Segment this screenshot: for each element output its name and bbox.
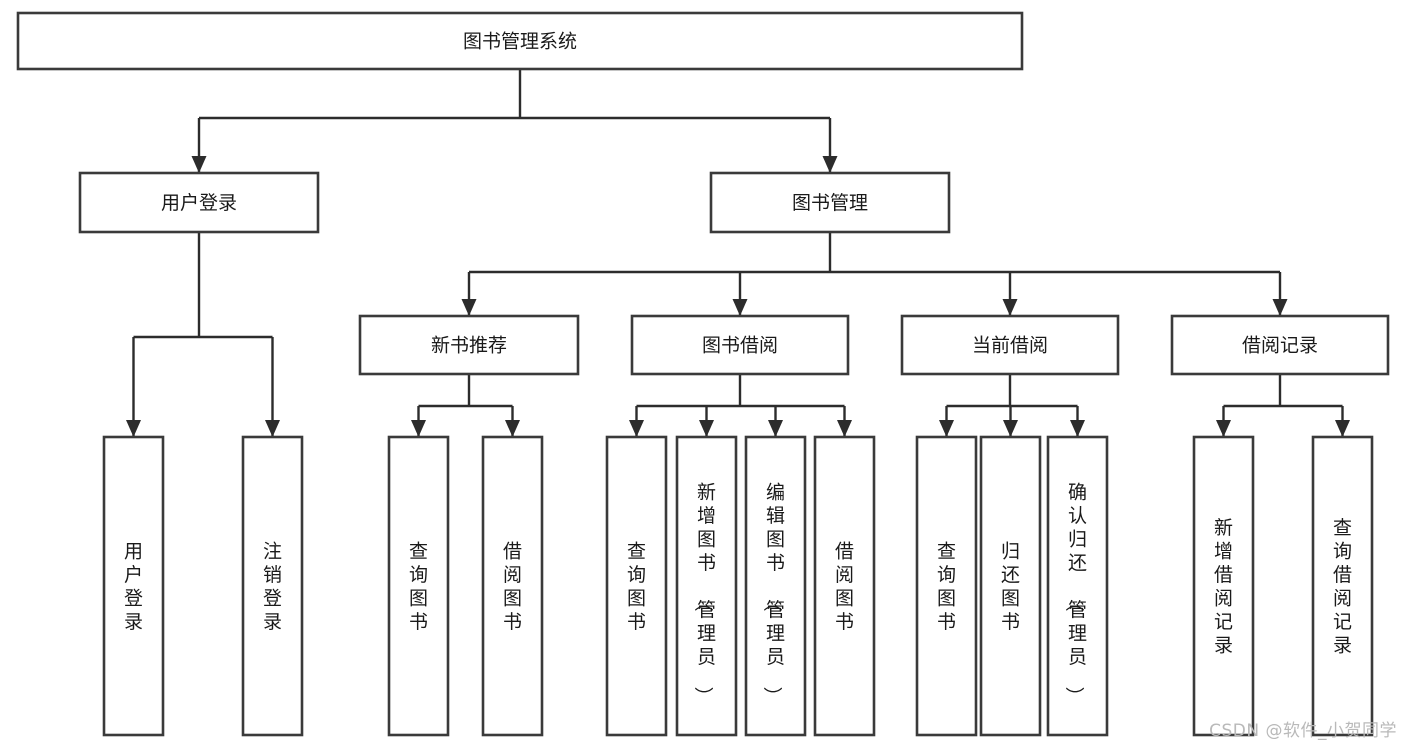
node-新增借阅记录[interactable]: 新增借阅记录 xyxy=(1192,435,1255,737)
edge-arrowhead xyxy=(837,420,852,437)
edge-arrowhead xyxy=(461,299,477,316)
node-注销登录[interactable]: 注销登录 xyxy=(241,435,304,737)
node-归还图书[interactable]: 归还图书 xyxy=(979,435,1042,737)
node-label-当前借阅: 当前借阅 xyxy=(972,335,1048,357)
edge-arrowhead xyxy=(1002,299,1018,316)
node-label-新增借阅记录: 新增借阅记录 xyxy=(1214,517,1233,657)
node-box-编辑图书管理员[interactable] xyxy=(744,435,807,737)
node-查询图书[interactable]: 查询图书 xyxy=(387,435,450,737)
node-box-借阅记录[interactable] xyxy=(1170,314,1390,376)
node-box-归还图书[interactable] xyxy=(979,435,1042,737)
node-图书管理系统[interactable]: 图书管理系统 xyxy=(16,11,1024,71)
node-label-借阅图书: 借阅图书 xyxy=(835,540,854,633)
node-借阅图书[interactable]: 借阅图书 xyxy=(813,435,876,737)
edge-arrowhead xyxy=(126,420,141,437)
node-label-用户登录: 用户登录 xyxy=(124,540,143,633)
node-label-新增图书管理员: 新增图书（管理员） xyxy=(692,482,716,706)
node-编辑图书管理员[interactable]: 编辑图书（管理员） xyxy=(744,435,807,737)
node-label-图书管理: 图书管理 xyxy=(792,192,868,214)
edge-arrowhead xyxy=(191,156,207,173)
node-label-查询图书: 查询图书 xyxy=(409,540,428,633)
node-box-新增借阅记录[interactable] xyxy=(1192,435,1255,737)
edge-arrowhead xyxy=(1003,420,1018,437)
edge-arrowhead xyxy=(1070,420,1085,437)
nodes-layer: 图书管理系统用户登录用户登录注销登录图书管理新书推荐查询图书借阅图书图书借阅查询… xyxy=(16,11,1390,737)
edge-arrowhead xyxy=(732,299,748,316)
node-label-图书管理系统: 图书管理系统 xyxy=(463,31,577,53)
node-label-新书推荐: 新书推荐 xyxy=(431,335,507,357)
node-box-用户登录[interactable] xyxy=(78,171,320,234)
edge-arrowhead xyxy=(939,420,954,437)
node-box-查询图书[interactable] xyxy=(605,435,668,737)
edge-arrowhead xyxy=(1272,299,1288,316)
node-label-借阅图书: 借阅图书 xyxy=(503,540,522,633)
edges-layer xyxy=(126,69,1350,437)
node-label-确认归还管理员: 确认归还（管理员） xyxy=(1063,482,1087,706)
edge-arrowhead xyxy=(505,420,520,437)
node-借阅记录[interactable]: 借阅记录 xyxy=(1170,314,1390,376)
edge-arrowhead xyxy=(822,156,838,173)
node-box-借阅图书[interactable] xyxy=(813,435,876,737)
node-box-查询图书[interactable] xyxy=(387,435,450,737)
node-box-新增图书管理员[interactable] xyxy=(675,435,738,737)
node-label-用户登录: 用户登录 xyxy=(161,192,237,214)
node-label-查询借阅记录: 查询借阅记录 xyxy=(1333,517,1352,657)
node-box-查询借阅记录[interactable] xyxy=(1311,435,1374,737)
node-label-借阅记录: 借阅记录 xyxy=(1242,335,1318,357)
node-label-图书借阅: 图书借阅 xyxy=(702,335,778,357)
node-label-注销登录: 注销登录 xyxy=(263,540,282,633)
edge-arrowhead xyxy=(1335,420,1350,437)
edge-arrowhead xyxy=(768,420,783,437)
node-box-查询图书[interactable] xyxy=(915,435,978,737)
node-借阅图书[interactable]: 借阅图书 xyxy=(481,435,544,737)
node-label-编辑图书管理员: 编辑图书（管理员） xyxy=(761,482,785,706)
node-用户登录[interactable]: 用户登录 xyxy=(102,435,165,737)
node-label-查询图书: 查询图书 xyxy=(627,540,646,633)
node-box-确认归还管理员[interactable] xyxy=(1046,435,1109,737)
node-box-新书推荐[interactable] xyxy=(358,314,580,376)
node-确认归还管理员[interactable]: 确认归还（管理员） xyxy=(1046,435,1109,737)
edge-arrowhead xyxy=(699,420,714,437)
edge-arrowhead xyxy=(411,420,426,437)
edge-arrowhead xyxy=(265,420,280,437)
node-label-归还图书: 归还图书 xyxy=(1001,540,1020,633)
node-当前借阅[interactable]: 当前借阅 xyxy=(900,314,1120,376)
node-box-借阅图书[interactable] xyxy=(481,435,544,737)
node-box-图书借阅[interactable] xyxy=(630,314,850,376)
node-box-图书管理系统[interactable] xyxy=(16,11,1024,71)
node-用户登录[interactable]: 用户登录 xyxy=(78,171,320,234)
node-查询图书[interactable]: 查询图书 xyxy=(605,435,668,737)
node-label-查询图书: 查询图书 xyxy=(937,540,956,633)
node-查询图书[interactable]: 查询图书 xyxy=(915,435,978,737)
node-box-用户登录[interactable] xyxy=(102,435,165,737)
node-新书推荐[interactable]: 新书推荐 xyxy=(358,314,580,376)
csdn-watermark: CSDN @软件_小贺同学 xyxy=(1209,721,1397,741)
node-图书管理[interactable]: 图书管理 xyxy=(709,171,951,234)
node-新增图书管理员[interactable]: 新增图书（管理员） xyxy=(675,435,738,737)
node-box-当前借阅[interactable] xyxy=(900,314,1120,376)
edge-arrowhead xyxy=(1216,420,1231,437)
node-图书借阅[interactable]: 图书借阅 xyxy=(630,314,850,376)
node-查询借阅记录[interactable]: 查询借阅记录 xyxy=(1311,435,1374,737)
node-box-注销登录[interactable] xyxy=(241,435,304,737)
edge-arrowhead xyxy=(629,420,644,437)
node-box-图书管理[interactable] xyxy=(709,171,951,234)
